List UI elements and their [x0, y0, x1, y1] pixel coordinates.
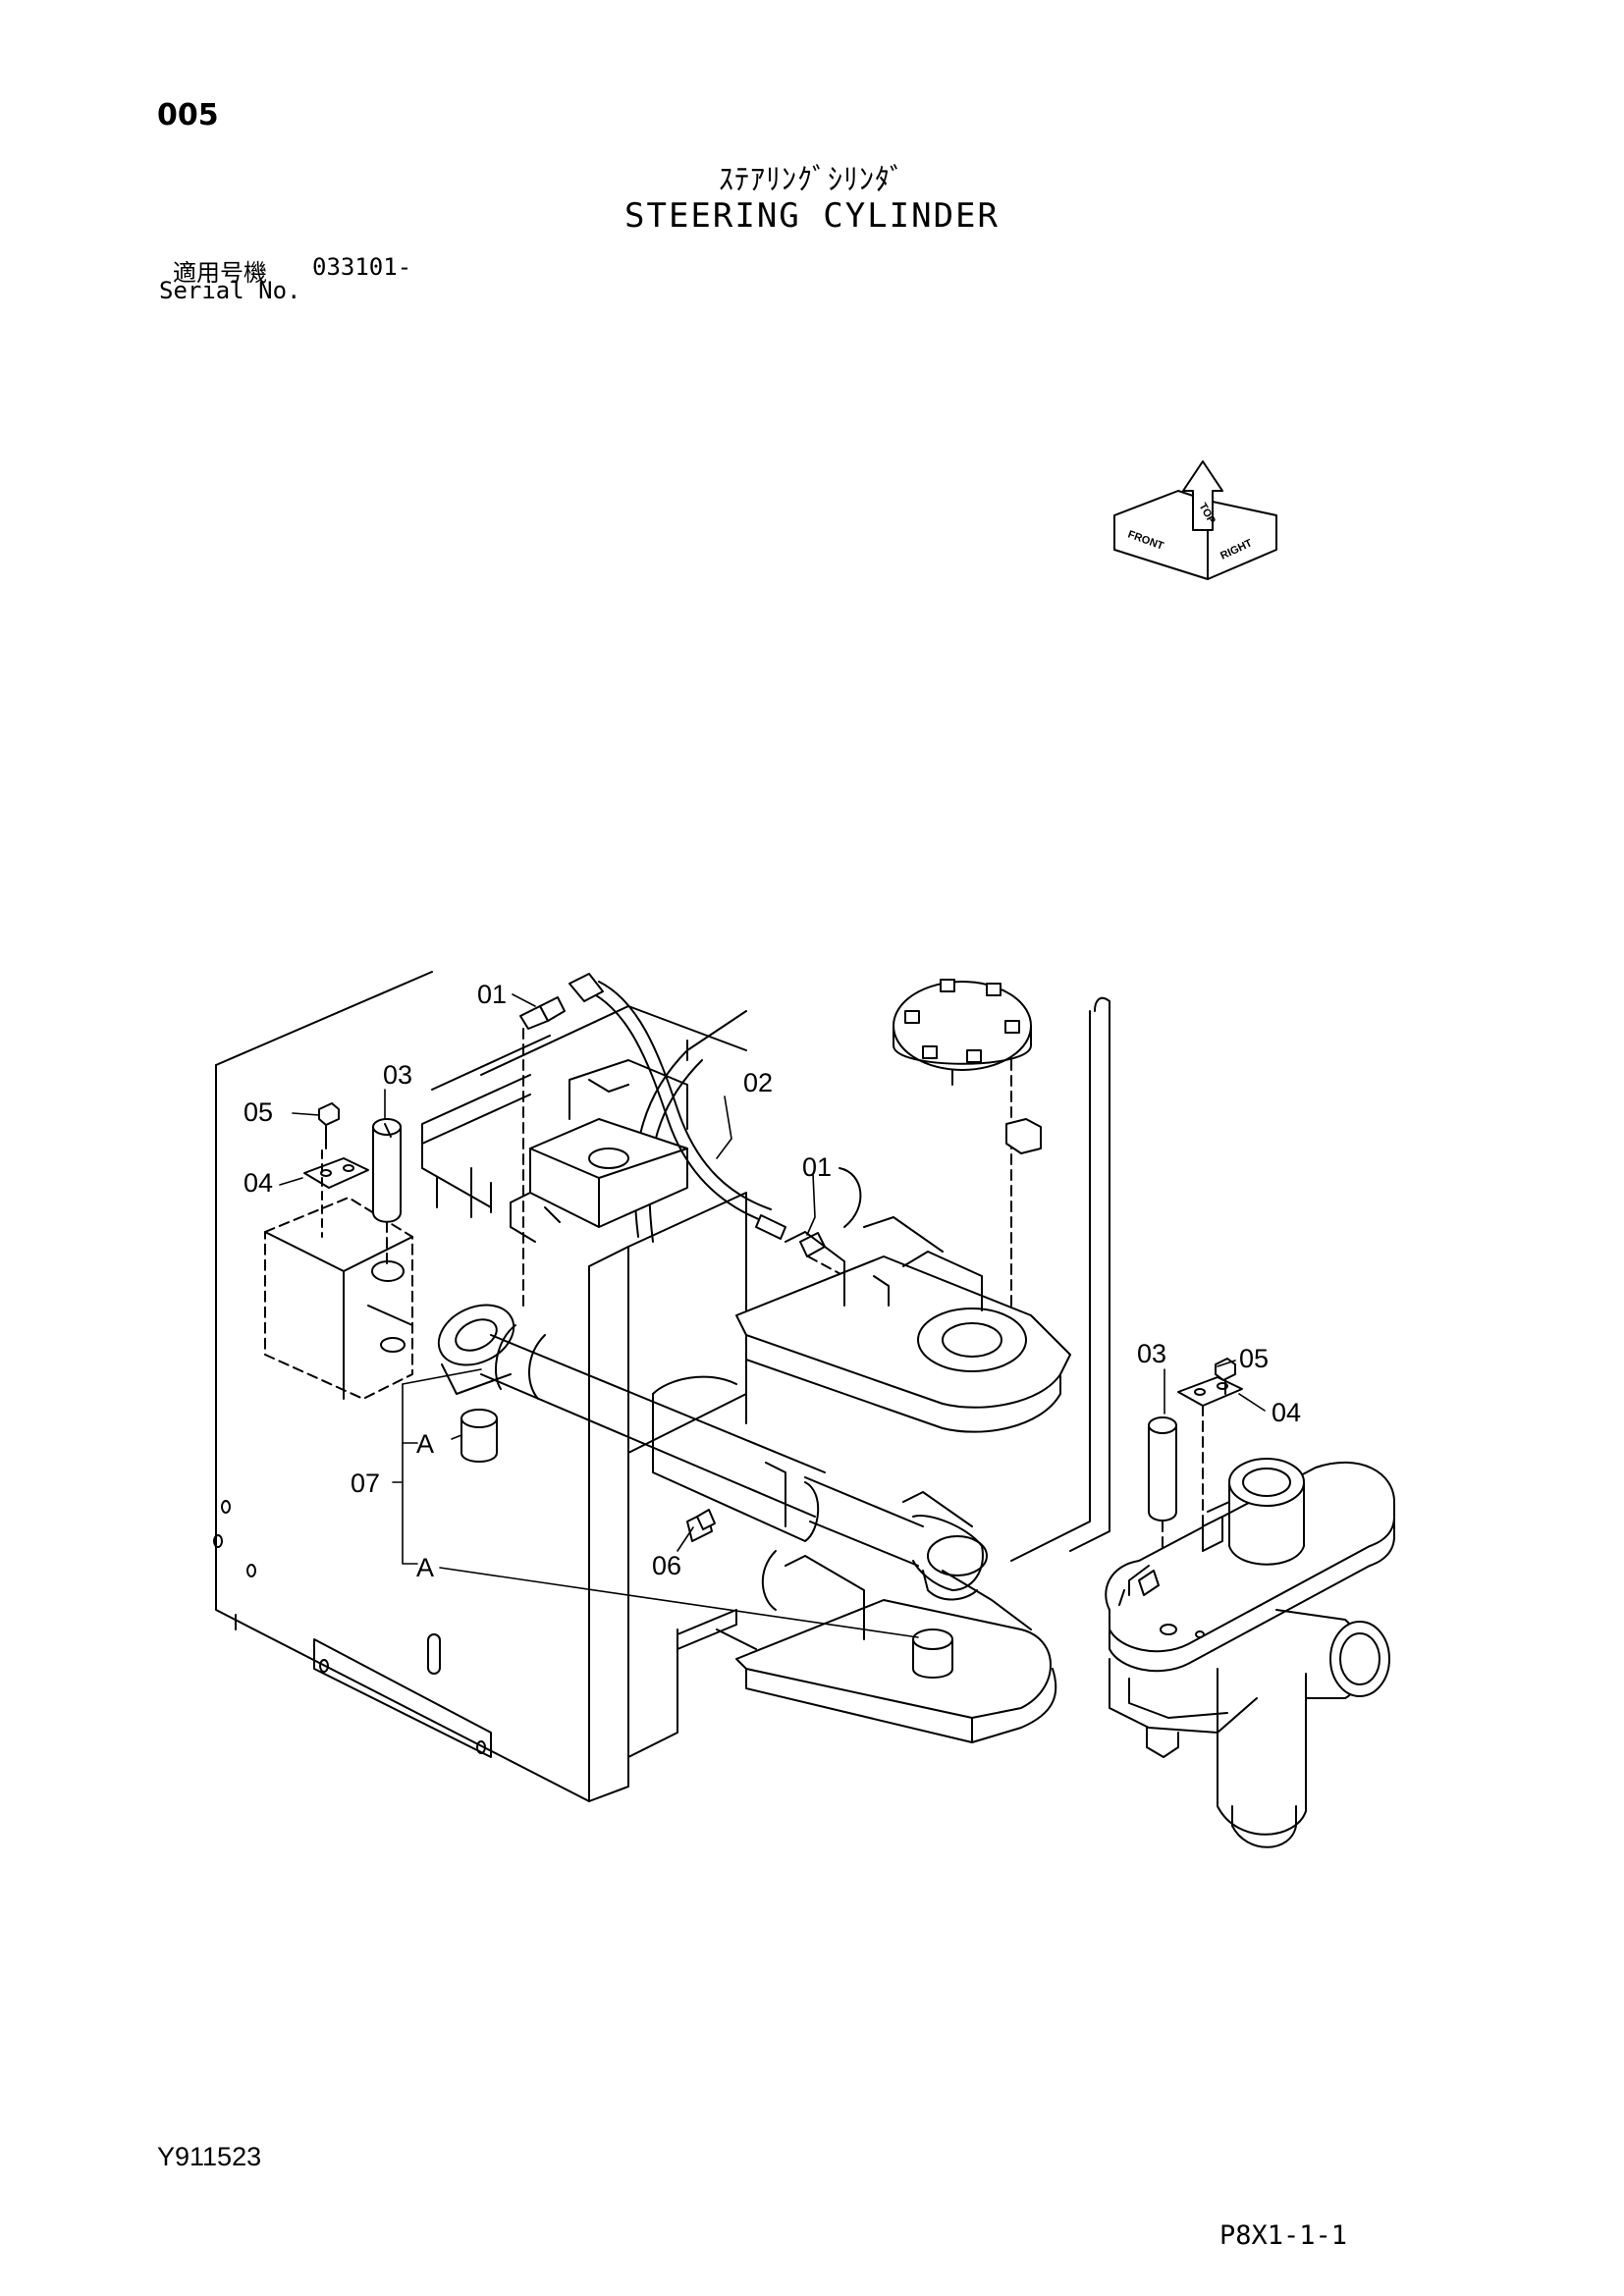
callout-04-left: 04	[244, 1168, 273, 1198]
callout-a-lower: A	[416, 1553, 434, 1582]
steering-cylinder	[437, 1304, 988, 1601]
callout-07: 07	[351, 1468, 380, 1498]
grease-fitting	[696, 1509, 716, 1530]
callout-04-right: 04	[1272, 1398, 1301, 1427]
fitting-upper	[519, 996, 566, 1307]
serial-label-japanese: 適用号機	[173, 259, 267, 287]
figure-id: Y911523	[157, 2142, 262, 2171]
callout-03-right: 03	[1137, 1339, 1166, 1368]
callout-labels: 01 02 01 03 05 04 03 05 04 A 07 06 A	[244, 980, 1301, 1582]
callout-05-left: 05	[244, 1097, 273, 1127]
bolted-cover	[839, 979, 1042, 1326]
left-pin	[372, 1118, 402, 1267]
leader-lines	[279, 993, 1266, 1638]
upper-bracket	[735, 1216, 1071, 1433]
left-bracket	[264, 1197, 413, 1400]
page-title: STEERING CYLINDER	[624, 196, 1000, 236]
serial-number: 033101-	[312, 253, 412, 281]
right-bolt	[1215, 1358, 1236, 1395]
callout-02: 02	[743, 1068, 773, 1097]
callout-03-left: 03	[383, 1060, 412, 1090]
orientation-indicator: FRONT TOP RIGHT	[1113, 460, 1277, 580]
serial-label: Serial No.	[159, 277, 301, 304]
callout-01-upper: 01	[477, 980, 507, 1009]
page-number: 005	[157, 98, 219, 133]
steering-knuckle	[1105, 1458, 1395, 1848]
page-code: P8X1-1-1	[1219, 2220, 1348, 2251]
frame-body	[213, 971, 747, 1802]
mounting-block	[510, 1059, 688, 1243]
left-lock-plate	[303, 1157, 369, 1189]
bushing-a-upper	[460, 1409, 498, 1463]
lower-bracket	[677, 1491, 1057, 1743]
callout-a-upper: A	[416, 1429, 434, 1459]
callout-06: 06	[652, 1551, 681, 1580]
hydraulic-hose	[568, 973, 786, 1240]
callout-05-right: 05	[1239, 1344, 1269, 1373]
left-bolt	[318, 1102, 340, 1238]
callout-01-lower: 01	[802, 1152, 832, 1182]
page-title-japanese: ｽﾃｱﾘﾝｸﾞｼﾘﾝﾀﾞ	[719, 163, 905, 197]
frame-beams	[421, 1005, 747, 1218]
